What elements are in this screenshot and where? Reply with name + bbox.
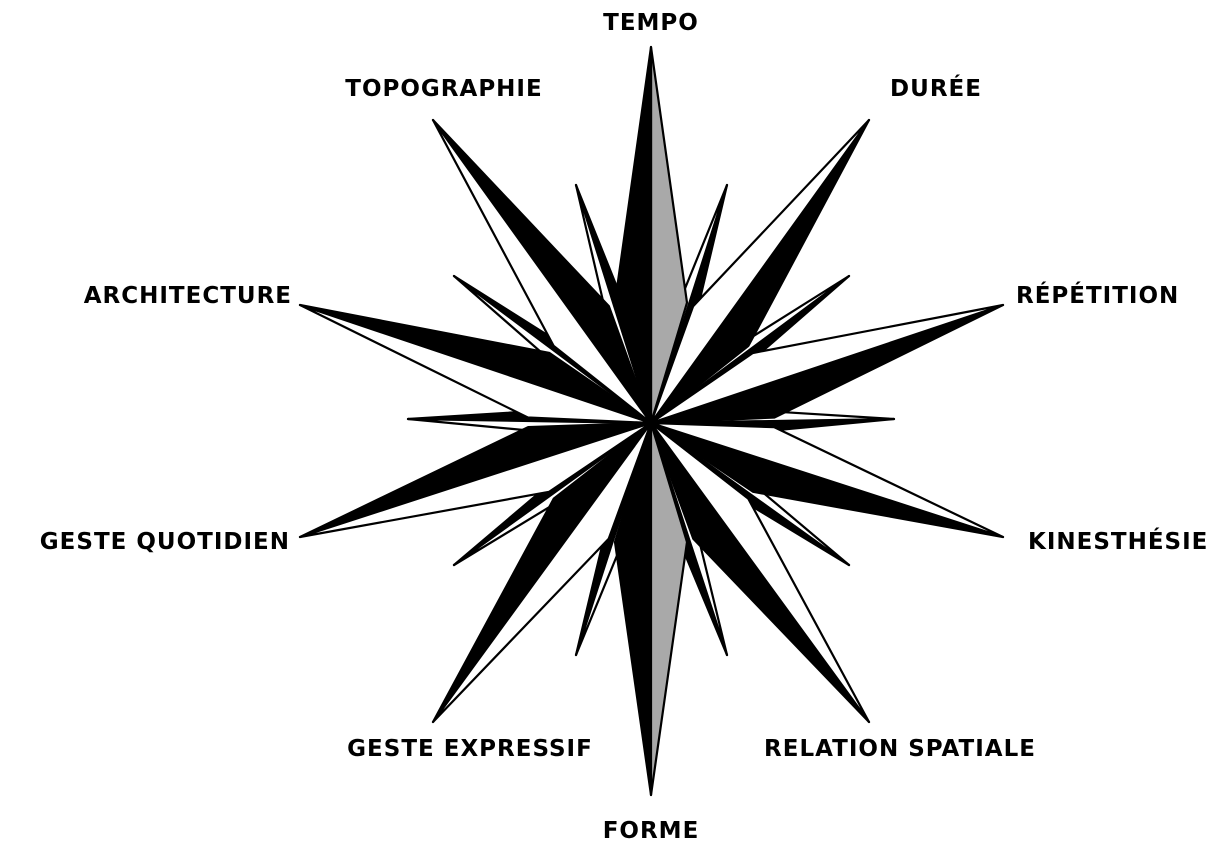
label-tempo: TEMPO (603, 10, 699, 36)
label-kinesthesie: KINESTHÉSIE (1028, 527, 1208, 555)
label-forme: FORME (603, 818, 700, 844)
label-topographie: TOPOGRAPHIE (345, 76, 542, 102)
label-duree: DURÉE (890, 74, 982, 102)
label-architecture: ARCHITECTURE (84, 283, 292, 309)
label-geste-expressif: GESTE EXPRESSIF (347, 736, 593, 762)
label-repetition: RÉPÉTITION (1016, 281, 1179, 309)
label-relation-spatiale: RELATION SPATIALE (764, 736, 1036, 762)
label-geste-quotidien: GESTE QUOTIDIEN (40, 529, 290, 555)
